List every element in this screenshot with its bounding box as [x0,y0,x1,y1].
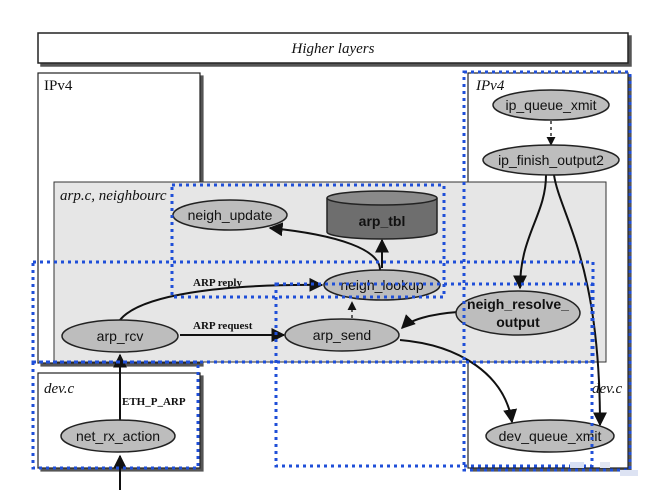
ip-finish-output2-label: ip_finish_output2 [498,152,604,168]
edge-finish-to-resolve [513,174,547,290]
arp-reply-label: ARP reply [193,277,242,289]
corner-noise [570,462,638,476]
ip-queue-xmit-node [492,89,610,121]
higher-layers-box [37,32,629,64]
higher-layers-title: Higher layers [291,41,375,57]
dev-queue-xmit-node [485,419,615,453]
arp-send-label: arp_send [313,327,371,343]
highlight-overlays [31,70,632,472]
edge-send-to-dev-queue [399,339,518,424]
dev-queue-xmit-label: dev_queue_xmit [499,428,602,444]
edge-lookup-to-update [268,222,381,271]
ipv4-left-label: IPv4 [44,78,73,94]
neigh-resolve-output-node [455,290,581,336]
neigh-update-label: neigh_update [188,207,273,223]
edge-resolve-to-send [401,311,459,329]
ip-finish-output2-node [482,144,620,176]
net-rx-action-label: net_rx_action [76,428,160,444]
arp-request-label: ARP request [193,320,253,332]
edge-finish-to-dev-queue [553,174,607,427]
arp-neighbour-label: arp.c, neighbourc [60,188,167,204]
arp-rcv-node [61,319,179,353]
net-rx-action-node [60,419,176,453]
ip-queue-xmit-label: ip_queue_xmit [505,97,596,113]
arp-send-node [284,318,400,352]
arp-tbl-label: arp_tbl [359,213,406,229]
dev-right-label: dev.c [592,381,622,397]
arp-rcv-label: arp_rcv [97,328,144,344]
neigh-resolve-output-label-1: neigh_resolve_ [467,296,569,312]
neigh-resolve-output-label-2: output [496,314,540,330]
eth-p-arp-label: ETH_P_ARP [122,396,186,408]
highlight-dev-left [31,360,200,470]
dev-left-label: dev.c [44,381,74,397]
arp-tbl-database: arp_tbl [326,190,438,240]
highlight-ipv4-right [462,70,632,472]
highlight-neigh-area [170,183,446,299]
ipv4-right-label: IPv4 [475,78,505,94]
highlight-send-area [274,282,594,468]
